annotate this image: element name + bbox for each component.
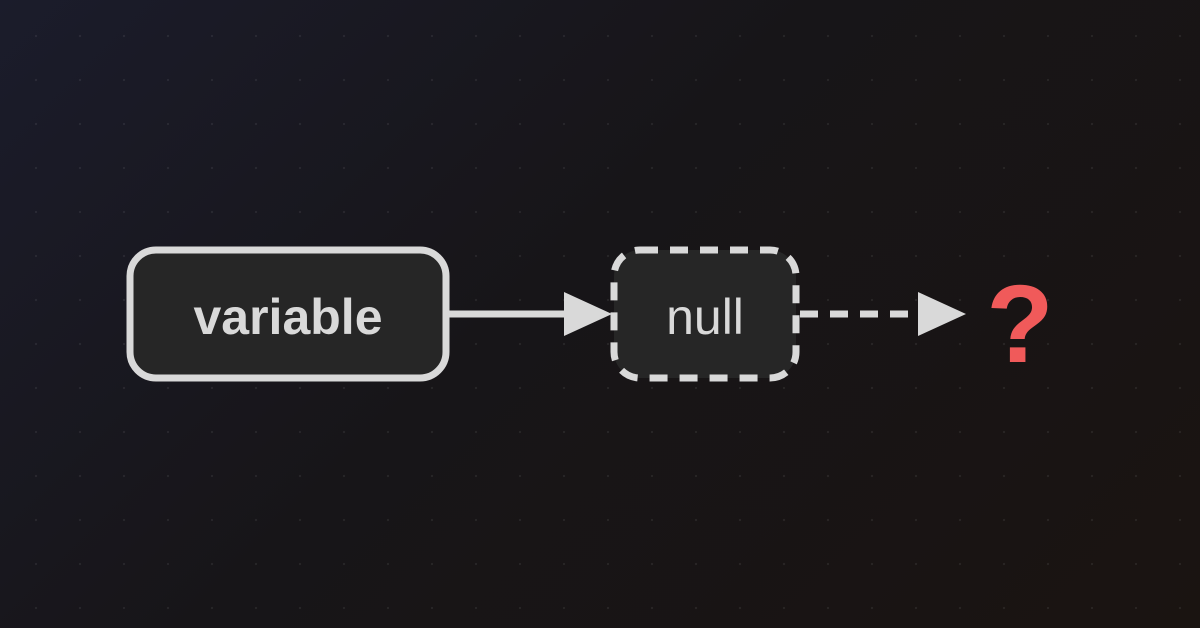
variable-node: variable (126, 246, 450, 382)
edge-variable-to-null (444, 292, 612, 336)
null-node-label: null (666, 289, 744, 345)
edge-null-to-unknown (800, 292, 966, 336)
question-mark-icon: ? (986, 263, 1053, 386)
null-node: null (610, 246, 800, 382)
dashed-arrow-head (918, 292, 966, 336)
variable-node-label: variable (193, 289, 382, 345)
solid-arrow-head (564, 292, 612, 336)
null-node-box (610, 246, 800, 382)
